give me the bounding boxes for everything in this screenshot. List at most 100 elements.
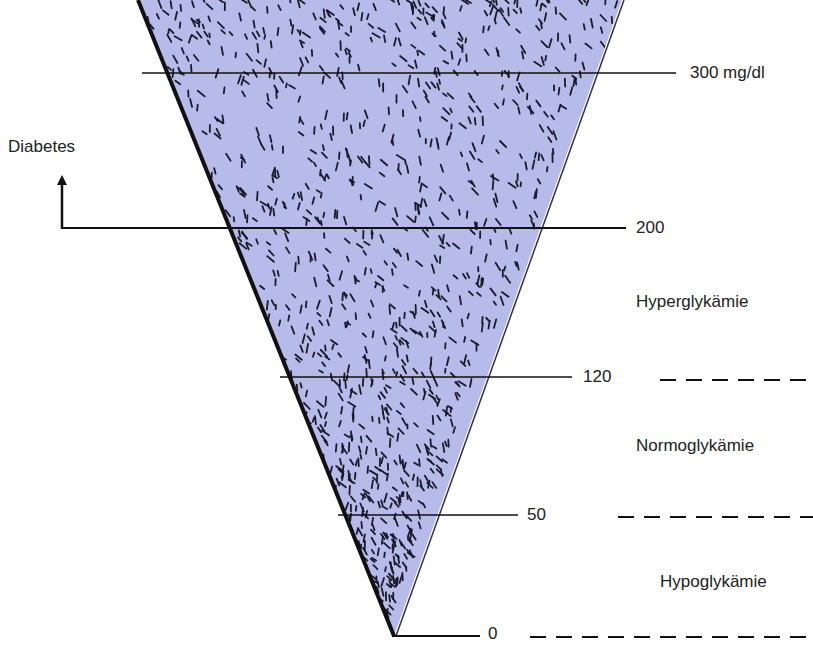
dash-mark — [323, 265, 327, 271]
dash-mark — [484, 219, 486, 226]
dash-mark — [214, 168, 216, 174]
dash-mark — [384, 543, 390, 548]
region-label: Hyperglykämie — [636, 292, 748, 312]
dash-mark — [414, 2, 417, 8]
dash-mark — [348, 57, 350, 63]
dash-mark — [467, 163, 469, 170]
dash-mark — [387, 404, 391, 409]
dash-mark — [235, 53, 237, 58]
dash-mark — [426, 333, 428, 337]
dash-mark — [402, 110, 404, 116]
dash-mark — [372, 602, 374, 609]
dash-mark — [363, 548, 367, 555]
dash-mark — [442, 7, 445, 14]
dash-mark — [320, 28, 324, 34]
dash-mark — [274, 86, 278, 93]
dash-mark — [372, 480, 373, 488]
dash-mark — [501, 8, 504, 12]
dash-mark — [482, 26, 484, 32]
dash-mark — [257, 60, 261, 64]
dash-mark — [430, 357, 432, 365]
dash-mark — [582, 0, 585, 2]
dash-mark — [442, 117, 447, 121]
dash-mark — [365, 355, 367, 363]
dash-mark — [408, 539, 413, 545]
dash-mark — [322, 362, 325, 366]
dash-mark — [298, 0, 300, 7]
dash-mark — [352, 551, 355, 556]
dash-mark — [569, 35, 572, 43]
dash-mark — [482, 136, 484, 144]
dash-mark — [358, 3, 360, 10]
dash-mark — [390, 503, 392, 507]
dash-mark — [277, 171, 279, 177]
dash-mark — [334, 210, 336, 218]
dash-mark — [431, 310, 435, 316]
dash-mark — [332, 126, 334, 134]
dash-mark — [591, 19, 593, 28]
dash-mark — [418, 207, 420, 213]
dash-mark — [502, 292, 509, 297]
dash-mark — [247, 243, 252, 246]
dash-mark — [388, 306, 391, 314]
dash-mark — [360, 195, 362, 200]
dash-mark — [391, 584, 395, 587]
dash-mark — [425, 444, 429, 449]
dash-mark — [387, 464, 389, 470]
dash-mark — [330, 134, 332, 140]
dash-mark — [260, 286, 264, 289]
dash-mark — [289, 0, 292, 2]
dash-mark — [419, 157, 421, 165]
dash-mark — [405, 482, 408, 487]
dash-mark — [516, 1, 518, 7]
dash-mark — [401, 478, 403, 483]
dash-mark — [321, 125, 322, 129]
dash-mark — [365, 110, 368, 118]
dash-mark — [299, 0, 305, 3]
dash-mark — [355, 566, 357, 573]
dash-mark — [369, 598, 371, 605]
dash-mark — [334, 381, 340, 387]
dash-mark — [320, 66, 323, 71]
dash-mark — [425, 3, 429, 7]
dash-mark — [317, 190, 321, 192]
dash-mark — [381, 392, 385, 398]
dash-mark — [437, 399, 440, 406]
dash-mark — [238, 75, 241, 83]
dash-mark — [303, 334, 305, 343]
dash-mark — [326, 249, 331, 253]
dash-mark — [553, 131, 556, 139]
dash-mark — [348, 471, 350, 479]
dash-mark — [350, 27, 352, 32]
dash-mark — [399, 38, 401, 45]
dash-mark — [263, 35, 266, 39]
dash-mark — [217, 119, 223, 123]
dash-mark — [444, 369, 446, 373]
dash-mark — [432, 416, 434, 424]
dash-mark — [324, 397, 327, 406]
dash-mark — [323, 213, 324, 217]
dash-mark — [419, 501, 424, 504]
dash-mark — [167, 35, 171, 42]
dash-mark — [313, 127, 315, 134]
dash-mark — [394, 343, 398, 348]
dash-mark — [330, 467, 332, 473]
dash-mark — [350, 505, 352, 512]
dash-mark — [203, 0, 205, 2]
dash-mark — [367, 466, 369, 472]
dash-mark — [192, 35, 197, 39]
dash-mark — [413, 101, 416, 108]
dash-mark — [468, 117, 470, 123]
dash-mark — [384, 356, 387, 360]
dash-mark — [406, 425, 408, 429]
dash-mark — [477, 293, 481, 296]
dash-mark — [346, 533, 347, 539]
dash-mark — [240, 243, 247, 248]
dash-mark — [476, 343, 478, 350]
dash-mark — [378, 621, 379, 627]
dash-mark — [470, 152, 475, 159]
dash-mark — [412, 5, 413, 13]
dash-mark — [457, 43, 462, 49]
dash-mark — [279, 320, 280, 325]
dash-mark — [275, 199, 277, 205]
